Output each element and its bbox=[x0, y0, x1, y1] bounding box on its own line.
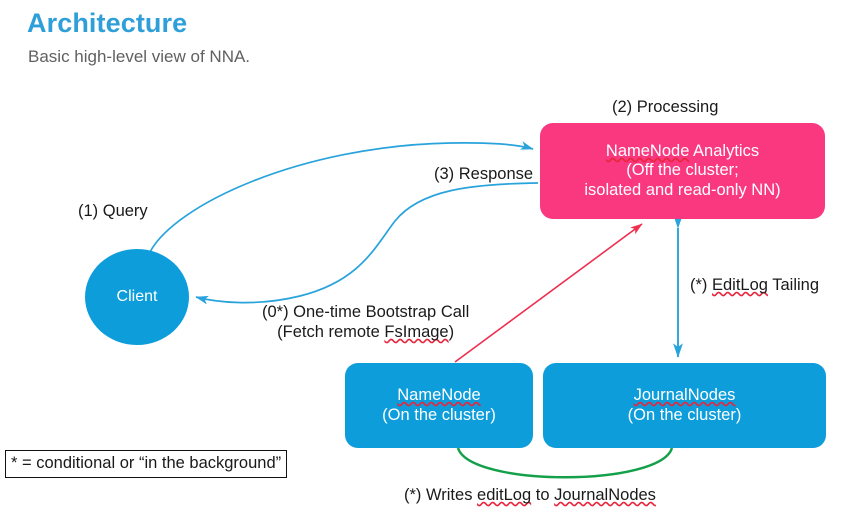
node-namenode[interactable]: NameNode (On the cluster) bbox=[345, 363, 533, 448]
label-writes-term2: JournalNodes bbox=[554, 486, 656, 504]
node-namenode-analytics-line1: NameNode Analytics bbox=[606, 142, 759, 161]
node-journalnodes-line2: (On the cluster) bbox=[627, 405, 742, 424]
node-journalnodes-term: JournalNodes bbox=[633, 386, 736, 405]
label-writes-mid: to bbox=[531, 486, 555, 504]
node-namenode-analytics-line2: (Off the cluster; bbox=[626, 161, 739, 180]
edge-bootstrap-arrow bbox=[454, 223, 643, 363]
node-namenode-analytics-line3: isolated and read-only NN) bbox=[584, 180, 781, 199]
label-processing: (2) Processing bbox=[612, 98, 719, 116]
label-editlog-tailing-prefix: (*) bbox=[690, 276, 712, 294]
label-response: (3) Response bbox=[434, 165, 534, 183]
node-client[interactable]: Client bbox=[85, 249, 189, 345]
label-bootstrap-line1: (0*) One-time Bootstrap Call bbox=[262, 303, 470, 321]
node-journalnodes-line1: JournalNodes bbox=[634, 386, 736, 405]
label-editlog-tailing-term: EditLog bbox=[712, 276, 768, 294]
label-bootstrap-line2-suffix: ) bbox=[448, 322, 455, 341]
label-editlog-tailing: (*) EditLog Tailing bbox=[690, 276, 819, 296]
label-editlog-tailing-suffix: Tailing bbox=[767, 276, 820, 294]
edge-query-arrow bbox=[149, 141, 534, 253]
node-namenode-analytics-line1-term: NameNode bbox=[605, 141, 690, 160]
node-namenode-term: NameNode bbox=[397, 386, 481, 405]
label-bootstrap-line2-term: FsImage bbox=[384, 322, 449, 341]
node-namenode-line2: (On the cluster) bbox=[382, 405, 496, 424]
node-namenode-analytics[interactable]: NameNode Analytics (Off the cluster; iso… bbox=[540, 123, 825, 219]
label-bootstrap-line2: (Fetch remote FsImage) bbox=[262, 323, 469, 343]
label-query: (1) Query bbox=[78, 202, 148, 220]
label-bootstrap-line2-prefix: (Fetch remote bbox=[277, 322, 385, 341]
edge-writes-editlog-arc bbox=[456, 447, 674, 479]
label-writes-editlog: (*) Writes editLog to JournalNodes bbox=[404, 486, 656, 506]
page-title: Architecture bbox=[27, 8, 188, 38]
node-client-label: Client bbox=[116, 287, 158, 305]
page-subtitle: Basic high-level view of NNA. bbox=[28, 47, 251, 66]
node-namenode-line1: NameNode bbox=[397, 386, 480, 405]
label-writes-term1: editLog bbox=[477, 486, 532, 504]
edge-response-arrow bbox=[195, 182, 539, 305]
node-namenode-analytics-line1-rest: Analytics bbox=[689, 141, 760, 160]
label-writes-prefix: (*) Writes bbox=[404, 486, 478, 504]
node-journalnodes[interactable]: JournalNodes (On the cluster) bbox=[543, 363, 826, 448]
label-bootstrap-call: (0*) One-time Bootstrap Call (Fetch remo… bbox=[262, 303, 469, 343]
legend-box: * = conditional or “in the background” bbox=[5, 450, 288, 478]
